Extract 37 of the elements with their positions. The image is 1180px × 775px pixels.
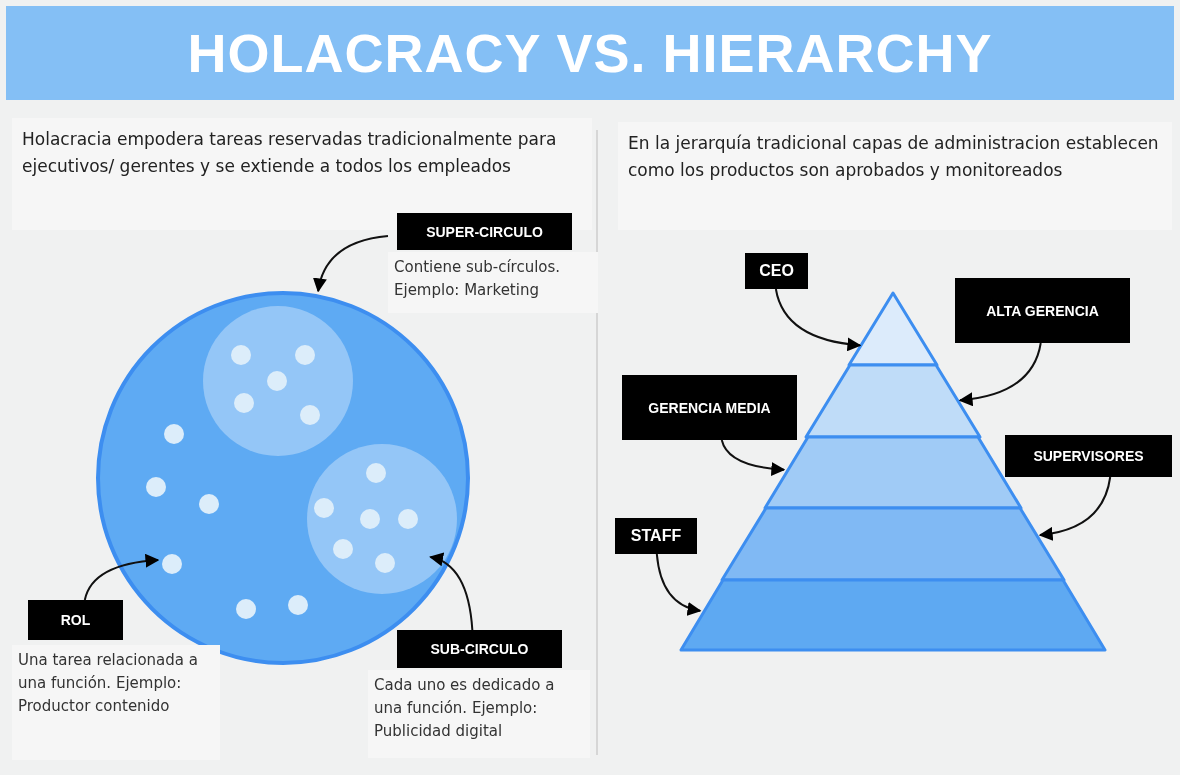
callout-label: SUB-CIRCULO — [397, 630, 562, 668]
arrow — [83, 554, 160, 601]
arrow — [1038, 476, 1112, 541]
role-dot — [231, 345, 251, 365]
role-dot — [314, 498, 334, 518]
description-text: En la jerarquía tradicional capas de administracion establecen como los productos son aprobados y monitoreados — [618, 122, 1172, 230]
role-dot — [366, 463, 386, 483]
callout-label: GERENCIA MEDIA — [622, 375, 797, 440]
role-dot — [146, 477, 166, 497]
role-dot — [288, 595, 308, 615]
callout-label: STAFF — [615, 518, 697, 554]
role-dot — [360, 509, 380, 529]
role-dot — [234, 393, 254, 413]
role-dot — [267, 371, 287, 391]
callout-label: ROL — [28, 600, 123, 640]
arrow — [429, 553, 474, 631]
callout-label: CEO — [745, 253, 808, 289]
arrow — [313, 235, 389, 293]
role-dot — [164, 424, 184, 444]
role-dot — [236, 599, 256, 619]
role-dot — [333, 539, 353, 559]
callout-label: ALTA GERENCIA — [955, 278, 1130, 343]
role-dot — [199, 494, 219, 514]
arrow — [958, 342, 1042, 406]
title: HOLACRACY VS. HIERARCHY — [187, 22, 993, 84]
role-dot — [295, 345, 315, 365]
description-text: Cada uno es dedicado a una función. Ejemplo: Publicidad digital — [368, 670, 590, 758]
description-text: Una tarea relacionada a una función. Ejemplo: Productor contenido — [12, 645, 220, 760]
role-dot — [162, 554, 182, 574]
arrow — [774, 288, 862, 351]
role-dot — [398, 509, 418, 529]
description-text: Contiene sub-círculos. Ejemplo: Marketing — [388, 252, 598, 313]
callout-label: SUPERVISORES — [1005, 435, 1172, 477]
role-dot — [375, 553, 395, 573]
arrow — [720, 439, 786, 476]
arrow — [655, 553, 702, 616]
role-dot — [300, 405, 320, 425]
